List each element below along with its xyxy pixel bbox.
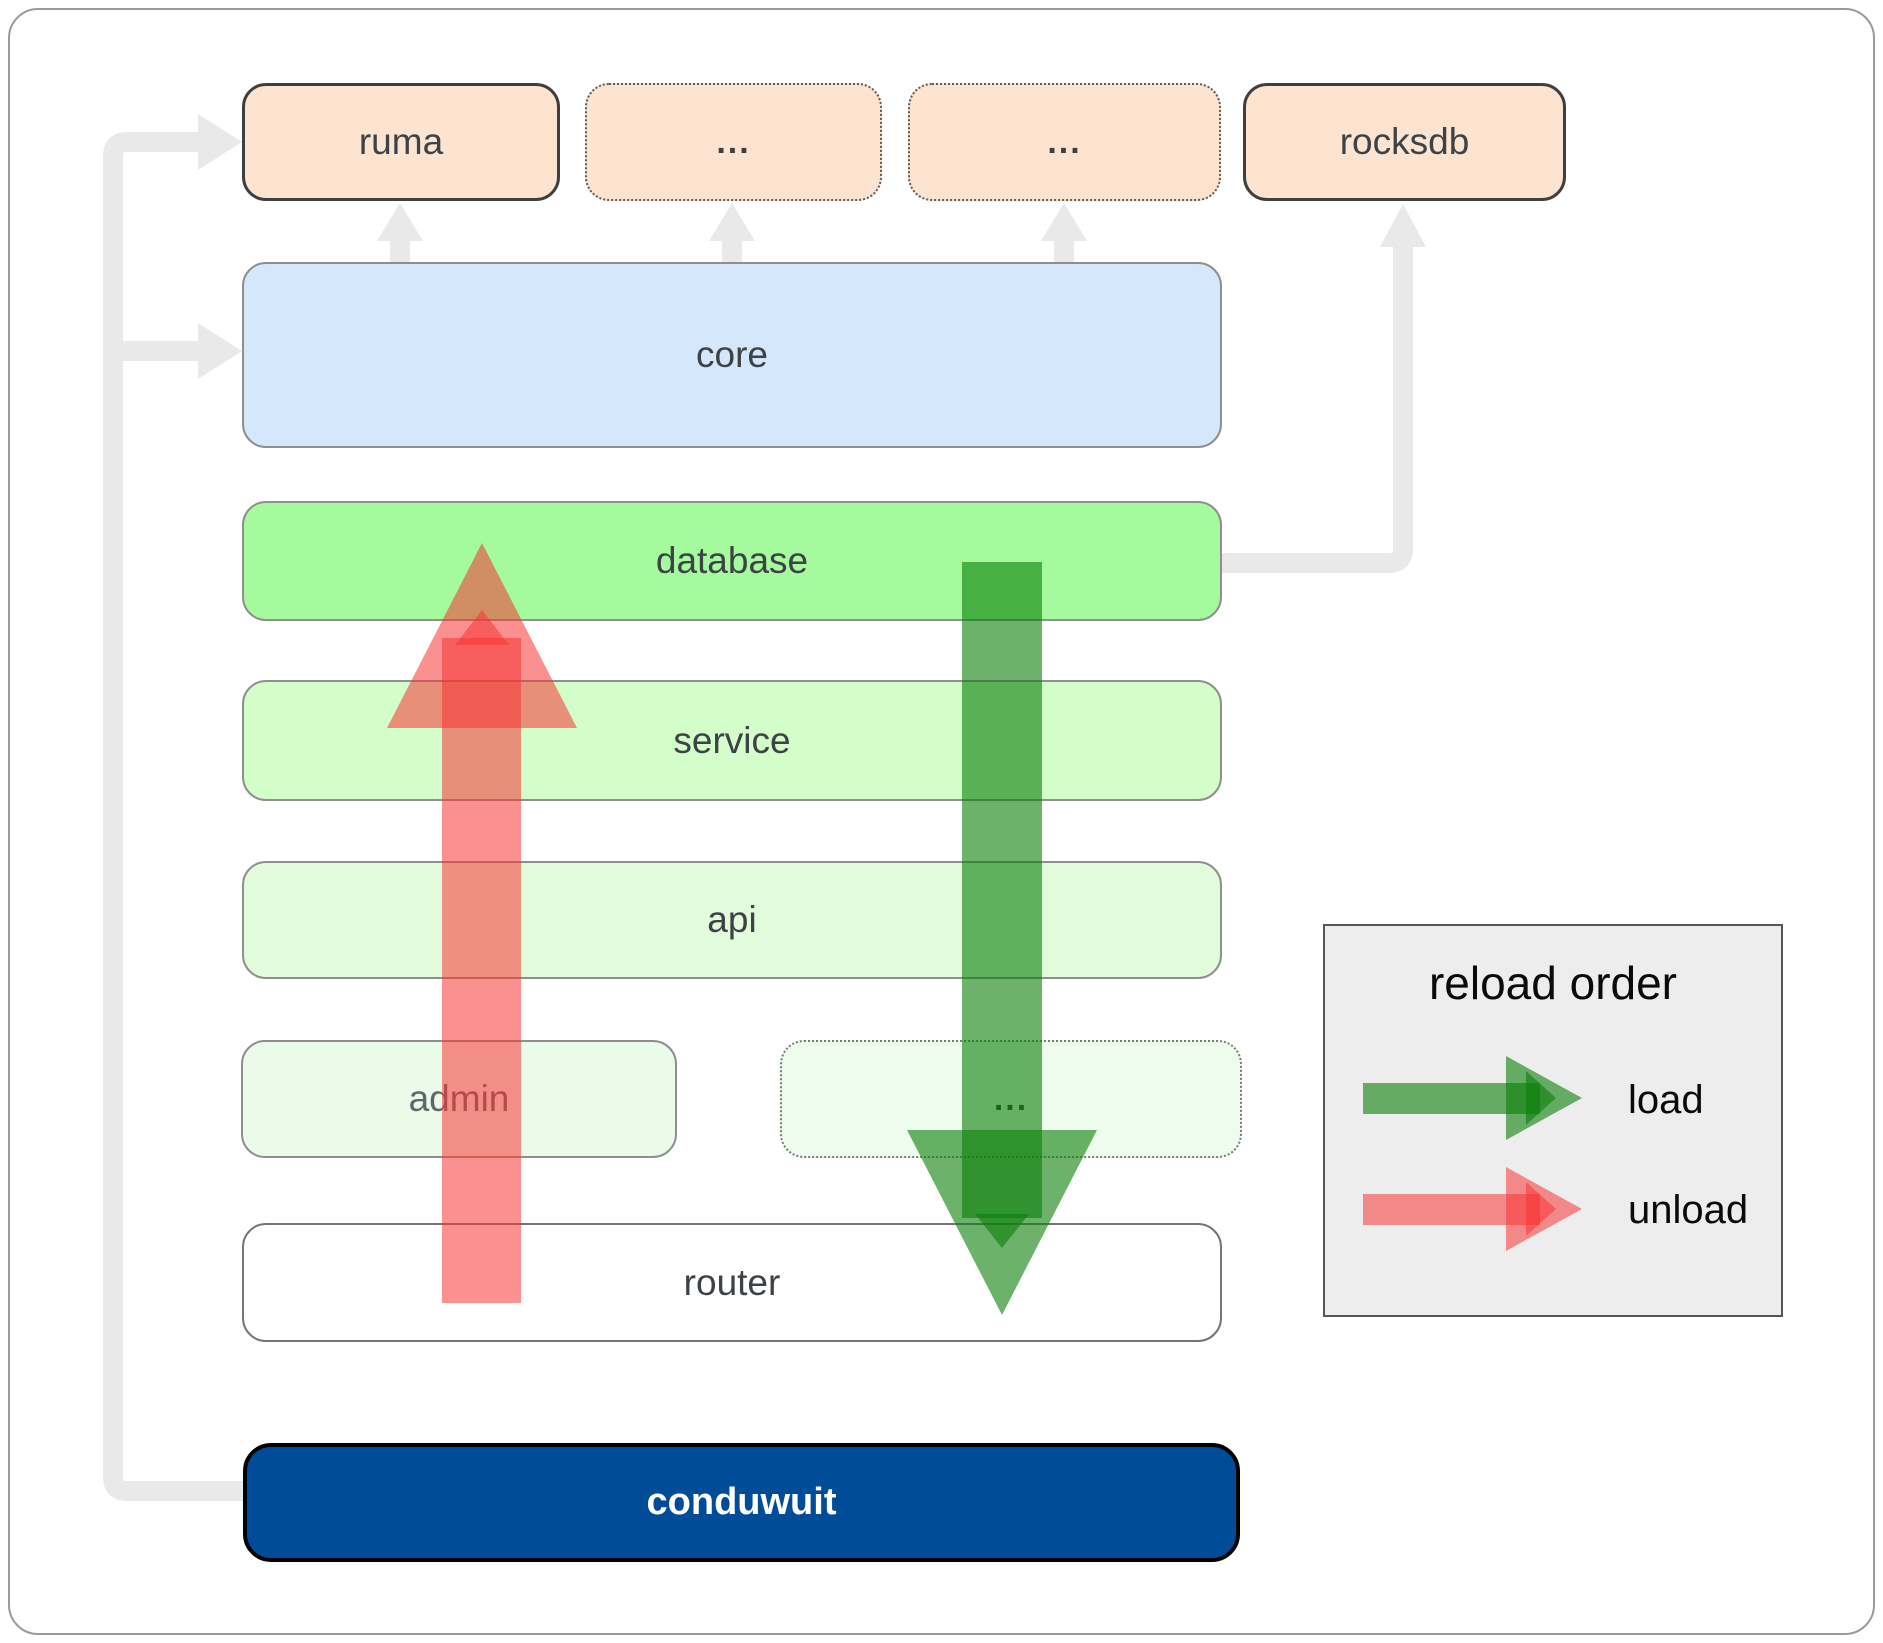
box-service-label: service	[673, 719, 791, 761]
box-rocksdb-label: rocksdb	[1339, 121, 1470, 162]
box-ruma-label: ruma	[358, 121, 444, 162]
box-database: database	[242, 501, 1222, 621]
box-router: router	[242, 1223, 1222, 1342]
box-router-label: router	[683, 1261, 781, 1303]
box-api-label: api	[707, 899, 757, 940]
legend-unload-label: unload	[1628, 1188, 1749, 1232]
box-service: service	[242, 680, 1222, 801]
box-ruma: ruma	[242, 83, 560, 201]
box-core-label: core	[696, 334, 768, 375]
box-conduwuit: conduwuit	[243, 1443, 1240, 1562]
ellipsis-label: ...	[716, 122, 751, 161]
ellipsis-label: ...	[993, 1079, 1029, 1118]
box-database-label: database	[655, 540, 809, 581]
box-rocksdb: rocksdb	[1243, 83, 1566, 201]
legend-title: reload order	[1428, 957, 1678, 1009]
box-module-placeholder-1: ...	[585, 83, 882, 201]
legend: reload order load unload	[1323, 924, 1783, 1317]
box-admin: admin	[241, 1040, 677, 1158]
box-admin-label: admin	[408, 1078, 510, 1119]
box-module-placeholder-2: ...	[908, 83, 1221, 201]
ellipsis-label: ...	[1047, 122, 1082, 161]
box-conduwuit-label: conduwuit	[646, 1481, 837, 1523]
box-core: core	[242, 262, 1222, 448]
box-service-placeholder: ...	[780, 1040, 1242, 1158]
box-api: api	[242, 861, 1222, 979]
outer-frame	[8, 8, 1875, 1635]
legend-load-label: load	[1628, 1078, 1704, 1122]
